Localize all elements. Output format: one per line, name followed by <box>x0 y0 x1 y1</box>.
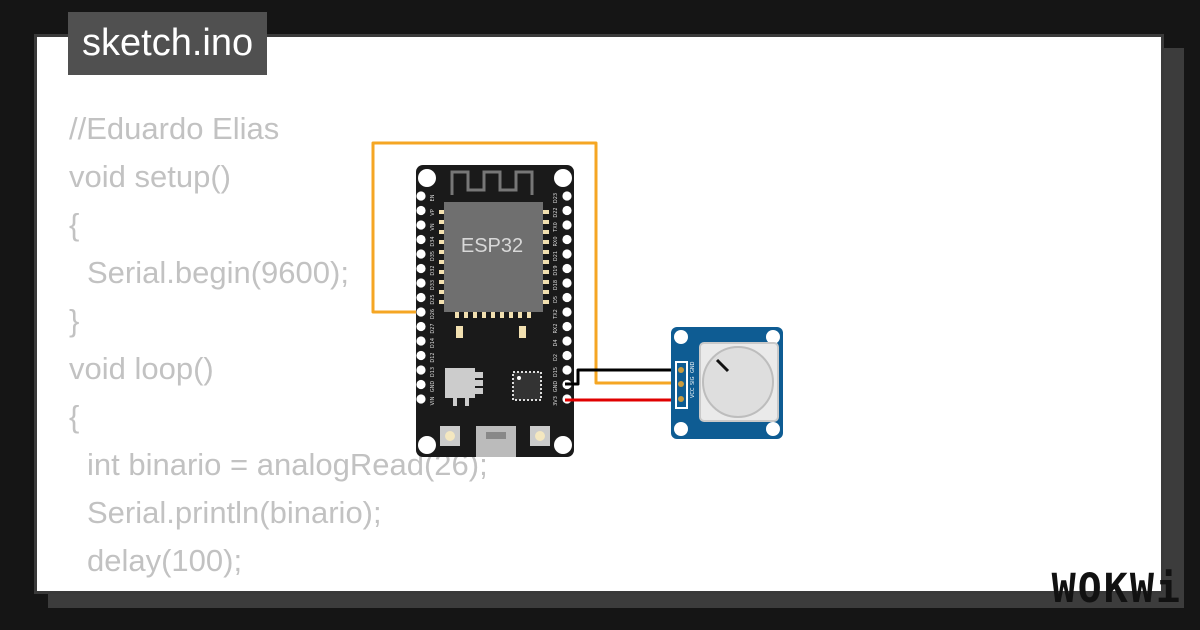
code-line: Serial.begin(9600); <box>87 255 349 290</box>
pin-label: D14 <box>430 338 436 348</box>
pin-label: D4 <box>553 339 559 346</box>
pin-d26[interactable] <box>416 307 426 317</box>
pin-d19[interactable] <box>562 263 572 274</box>
pin-label: D27 <box>430 323 436 333</box>
wokwi-logo: WOKWi <box>1051 566 1182 612</box>
pin-label: GND <box>553 381 559 393</box>
pin-d33[interactable] <box>416 278 426 288</box>
antenna-trace <box>450 170 534 195</box>
usb-chip <box>512 371 542 401</box>
pin-label: D15 <box>553 367 559 377</box>
mount-hole <box>418 436 436 454</box>
pin-d12[interactable] <box>416 350 426 361</box>
knob-indicator <box>715 358 730 373</box>
pin-label: VN <box>430 223 436 230</box>
pin-label: D2 <box>553 354 559 361</box>
pin-gnd[interactable] <box>416 379 426 390</box>
pin-label: D32 <box>430 265 436 275</box>
pin-label: D26 <box>430 309 436 319</box>
potentiometer-module[interactable]: VCC SIG GND <box>671 327 783 439</box>
code-line: void loop() <box>69 351 214 386</box>
mount-hole <box>418 169 436 187</box>
pin-label: TX0 <box>553 222 559 233</box>
pin-label: D21 <box>553 251 559 261</box>
pin-d23[interactable] <box>562 191 572 201</box>
code-line: delay(100); <box>87 543 243 578</box>
boot-button[interactable] <box>440 426 460 446</box>
chip-pads <box>439 210 549 318</box>
pin-label: D18 <box>553 280 559 290</box>
pin-label: TX2 <box>553 309 559 320</box>
pin-d15[interactable] <box>562 365 572 375</box>
pin-label: D12 <box>430 352 436 362</box>
pin-rx2[interactable] <box>562 321 572 332</box>
code-line: void setup() <box>69 159 231 194</box>
pin-d22[interactable] <box>562 205 572 216</box>
gnd-wire[interactable] <box>565 368 680 386</box>
pin-label-vcc: VCC <box>690 387 696 398</box>
reset-button[interactable] <box>530 426 550 446</box>
pin-label: D25 <box>430 294 436 304</box>
pin-d21[interactable] <box>562 249 572 259</box>
esp32-chip <box>444 202 543 312</box>
pin-en[interactable] <box>416 191 426 201</box>
pin-label: D35 <box>430 251 436 261</box>
pin-vn[interactable] <box>416 220 426 230</box>
code-line: //Eduardo Elias <box>69 111 280 146</box>
pin-label: RX2 <box>553 323 559 333</box>
pin-d4[interactable] <box>562 336 572 346</box>
pin-tx2[interactable] <box>562 307 572 317</box>
pin-label: D19 <box>553 265 559 275</box>
pin-label: D34 <box>430 236 436 246</box>
pin-d27[interactable] <box>416 321 426 332</box>
code-line: } <box>69 303 80 338</box>
esp32-board[interactable]: ESP32 ENVPVND34D35D32D33D25D26D27D14D12D… <box>416 165 574 457</box>
pin-d35[interactable] <box>416 249 426 259</box>
code-line: { <box>69 207 80 242</box>
knob[interactable] <box>702 346 774 418</box>
pin-label: VIN <box>430 396 436 405</box>
pin-rx0[interactable] <box>562 234 572 245</box>
pin-label: RX0 <box>553 236 559 246</box>
pin-d25[interactable] <box>416 292 426 303</box>
pin-label: EN <box>430 194 436 201</box>
pin-d18[interactable] <box>562 278 572 288</box>
mount-hole <box>554 436 572 454</box>
pin-label: D23 <box>553 193 559 203</box>
pin-vp[interactable] <box>416 205 426 216</box>
usb-port <box>476 426 516 457</box>
voltage-regulator <box>445 368 483 406</box>
code-line: { <box>69 399 80 434</box>
pin-header <box>675 361 688 409</box>
mount-hole <box>554 169 572 187</box>
pin-d32[interactable] <box>416 263 426 274</box>
pin-label: 3V3 <box>553 396 559 406</box>
pin-label-sig: SIG <box>690 376 696 385</box>
pin-d2[interactable] <box>562 350 572 361</box>
orange-wire[interactable] <box>371 141 680 385</box>
file-tab-sketch[interactable]: sketch.ino <box>68 12 268 75</box>
pin-label-gnd: GND <box>690 361 696 373</box>
pin-vin[interactable] <box>416 394 426 404</box>
pin-label: D33 <box>430 280 436 290</box>
pin-d13[interactable] <box>416 365 426 375</box>
pin-label: D22 <box>553 207 559 217</box>
pin-label: D5 <box>553 296 559 303</box>
pin-label: GND <box>430 381 436 393</box>
chip-label: ESP32 <box>461 235 523 257</box>
pin-d14[interactable] <box>416 336 426 346</box>
pin-d5[interactable] <box>562 292 572 303</box>
pin-d34[interactable] <box>416 234 426 245</box>
code-line: Serial.println(binario); <box>87 495 382 530</box>
pin-tx0[interactable] <box>562 220 572 230</box>
pin-label: D13 <box>430 367 436 377</box>
pin-label: VP <box>430 209 436 215</box>
